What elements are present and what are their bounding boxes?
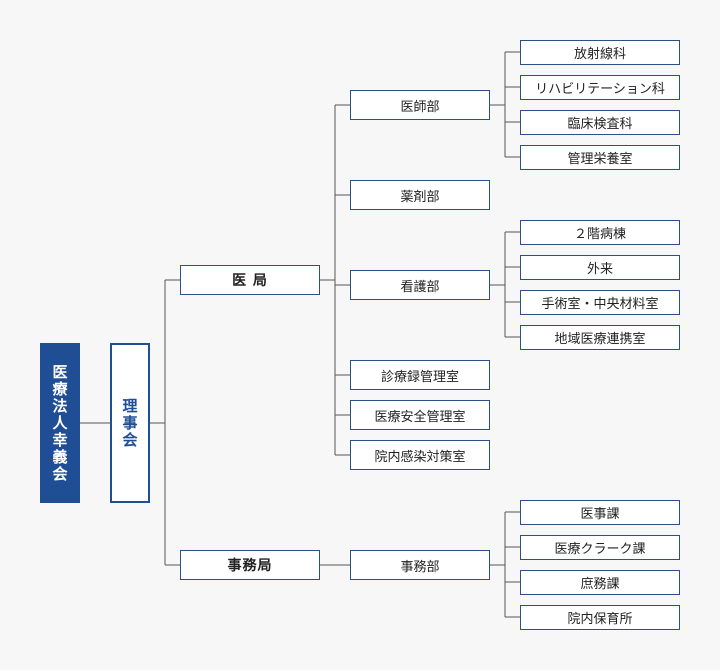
medical-bureau: 医 局 [180, 265, 320, 295]
doctors-child: リハビリテーション科 [520, 75, 680, 100]
root-organization: 医療法人幸義会 [40, 343, 80, 503]
records-room: 診療録管理室 [350, 360, 490, 390]
nursing-child: ２階病棟 [520, 220, 680, 245]
nursing-child: 手術室・中央材料室 [520, 290, 680, 315]
office-child: 庶務課 [520, 570, 680, 595]
admin-bureau: 事務局 [180, 550, 320, 580]
board-label: 理事会 [120, 397, 139, 449]
board-of-directors: 理事会 [110, 343, 150, 503]
pharmacy-dept: 薬剤部 [350, 180, 490, 210]
safety-room: 医療安全管理室 [350, 400, 490, 430]
doctors-child: 臨床検査科 [520, 110, 680, 135]
office-child: 院内保育所 [520, 605, 680, 630]
nursing-child: 地域医療連携室 [520, 325, 680, 350]
doctors-child: 管理栄養室 [520, 145, 680, 170]
office-child: 医療クラーク課 [520, 535, 680, 560]
nursing-child: 外来 [520, 255, 680, 280]
infection-room: 院内感染対策室 [350, 440, 490, 470]
doctors-child: 放射線科 [520, 40, 680, 65]
office-dept: 事務部 [350, 550, 490, 580]
office-child: 医事課 [520, 500, 680, 525]
nursing-dept: 看護部 [350, 270, 490, 300]
doctors-dept: 医師部 [350, 90, 490, 120]
root-label: 医療法人幸義会 [50, 363, 69, 483]
